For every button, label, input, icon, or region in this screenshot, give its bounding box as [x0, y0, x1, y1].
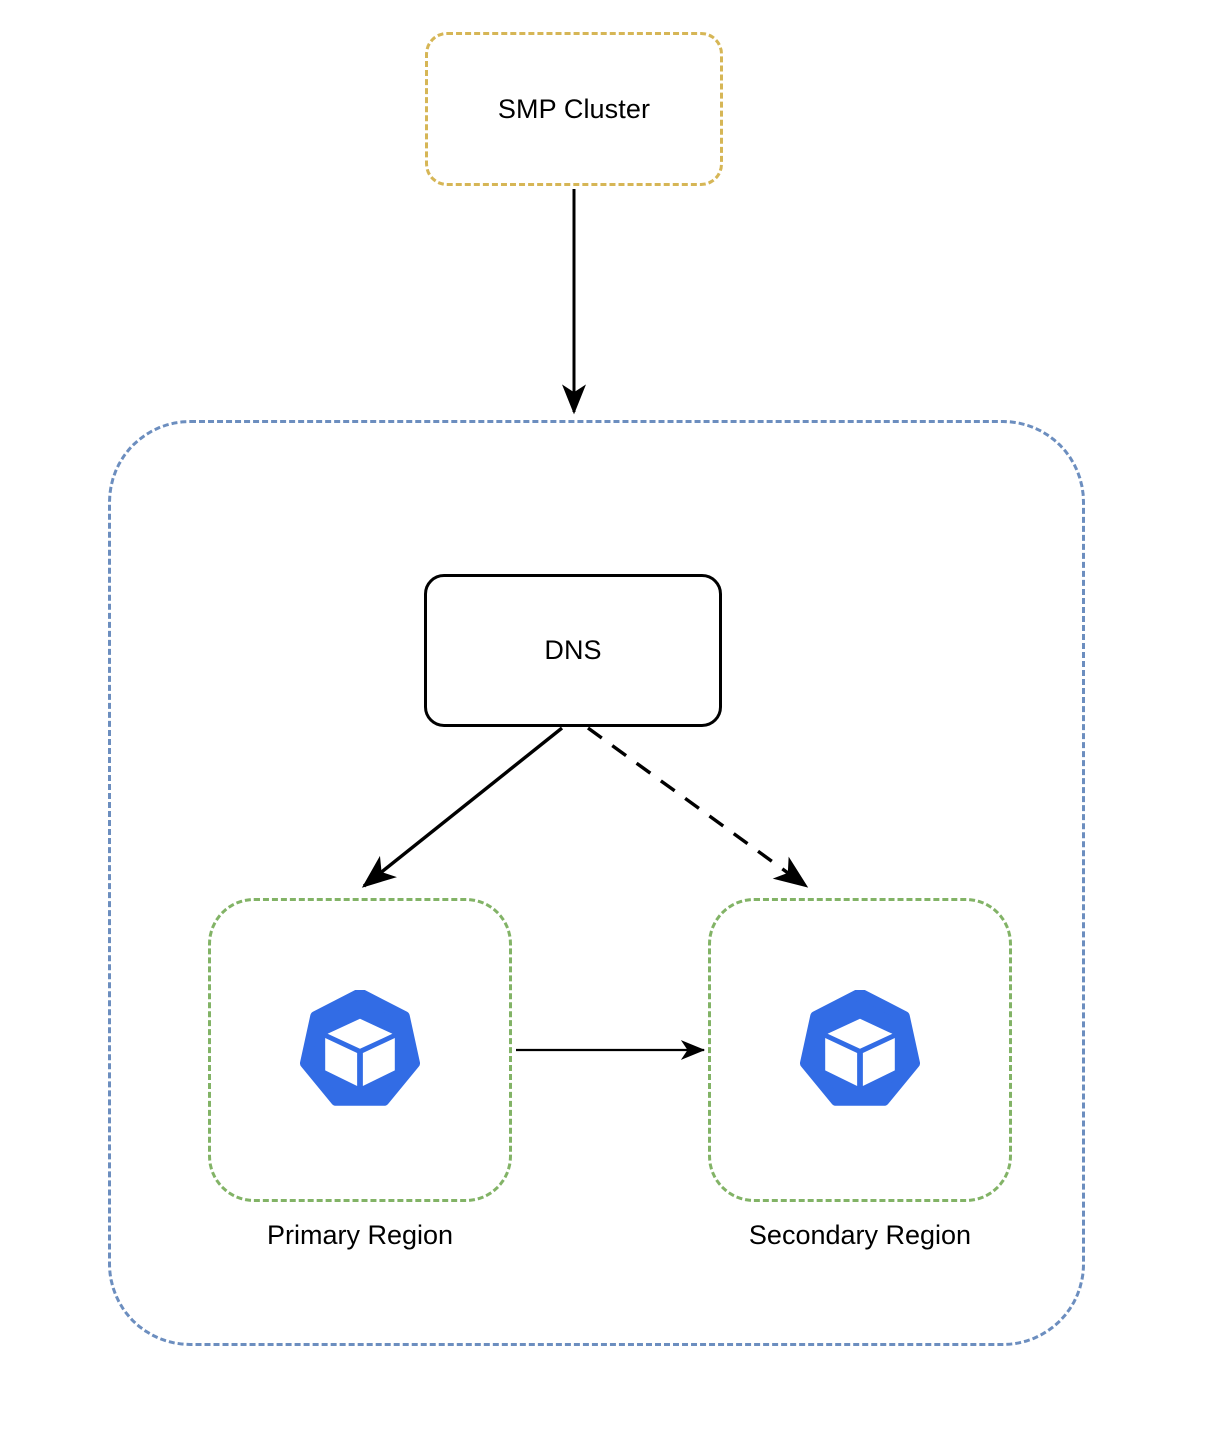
dns-label: DNS: [544, 635, 602, 666]
node-smp-cluster[interactable]: SMP Cluster: [425, 32, 723, 186]
primary-region-label: Primary Region: [266, 1220, 454, 1250]
node-primary-region[interactable]: [208, 898, 512, 1202]
kubernetes-icon: [800, 990, 920, 1110]
smp-cluster-label: SMP Cluster: [497, 93, 651, 124]
cloud-container-region: [108, 420, 1085, 1346]
node-secondary-region[interactable]: [708, 898, 1012, 1202]
node-dns[interactable]: DNS: [424, 574, 722, 727]
secondary-region-label: Secondary Region: [748, 1220, 972, 1250]
kubernetes-icon: [300, 990, 420, 1110]
